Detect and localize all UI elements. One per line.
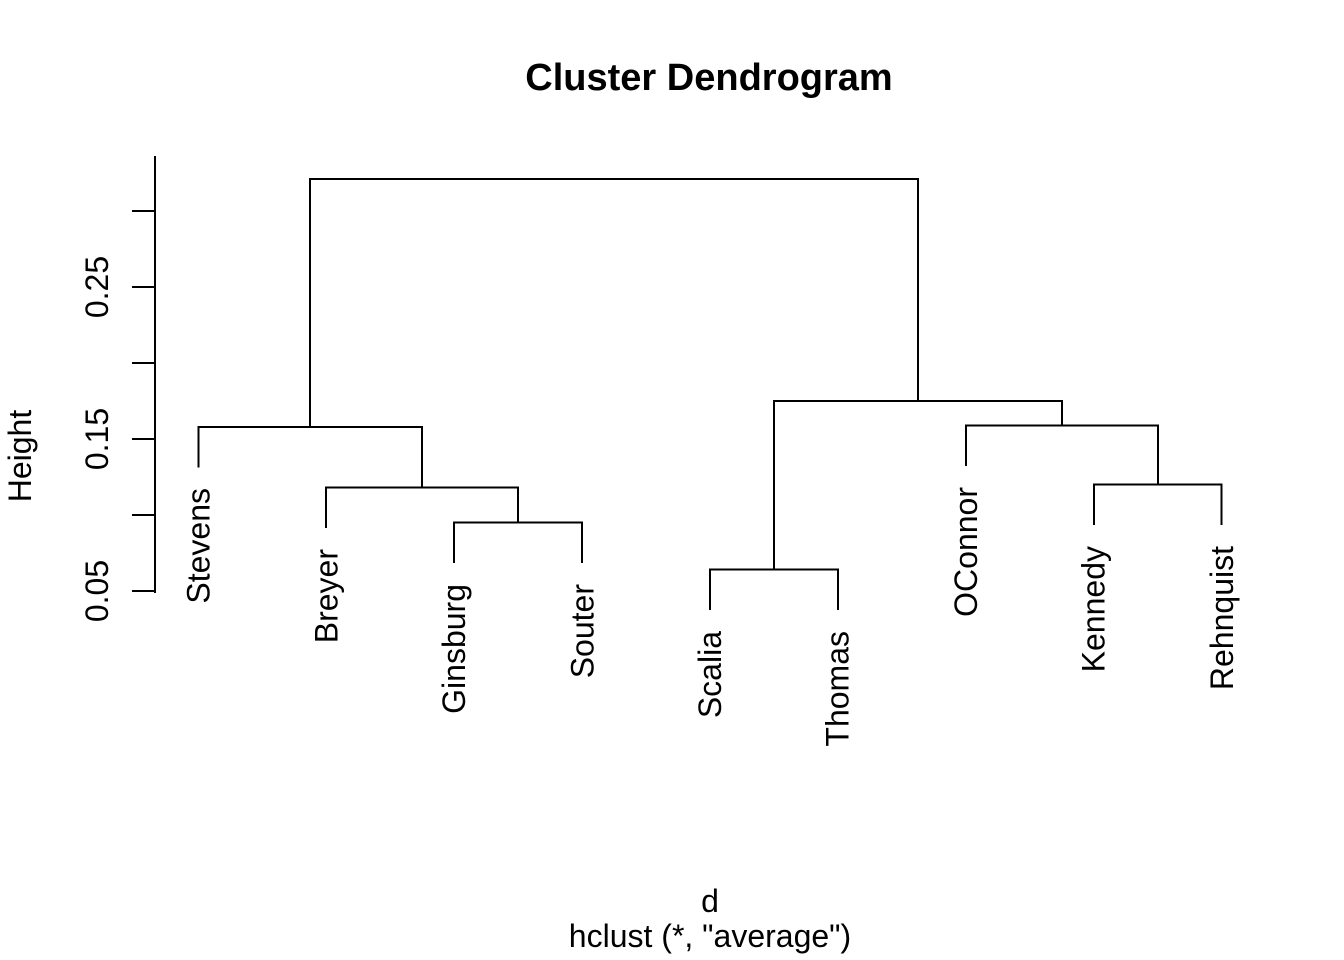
leaf-label-ginsburg: Ginsburg [436, 584, 473, 714]
leaf-label-oconnor: OConnor [947, 486, 984, 617]
leaf-label-breyer: Breyer [308, 549, 345, 644]
dendrogram-links [197, 178, 1223, 611]
y-axis [132, 156, 156, 593]
leaf-label-thomas: Thomas [820, 631, 856, 747]
leaf-label-kennedy: Kennedy [1075, 546, 1112, 673]
hclust-call-subtitle: hclust (*, "average") [568, 918, 852, 954]
y-tick-label-0.05: 0.05 [79, 559, 115, 623]
leaf-label-stevens: Stevens [180, 488, 217, 605]
leaf-label-scalia: Scalia [692, 631, 728, 719]
y-tick-label-0.15: 0.15 [79, 407, 115, 471]
x-axis-label: d [701, 883, 719, 919]
chart-title: Cluster Dendrogram [525, 57, 893, 99]
y-tick-label-0.25: 0.25 [79, 255, 115, 319]
leaf-label-souter: Souter [564, 584, 601, 679]
leaf-label-rehnquist: Rehnquist [1203, 546, 1240, 691]
